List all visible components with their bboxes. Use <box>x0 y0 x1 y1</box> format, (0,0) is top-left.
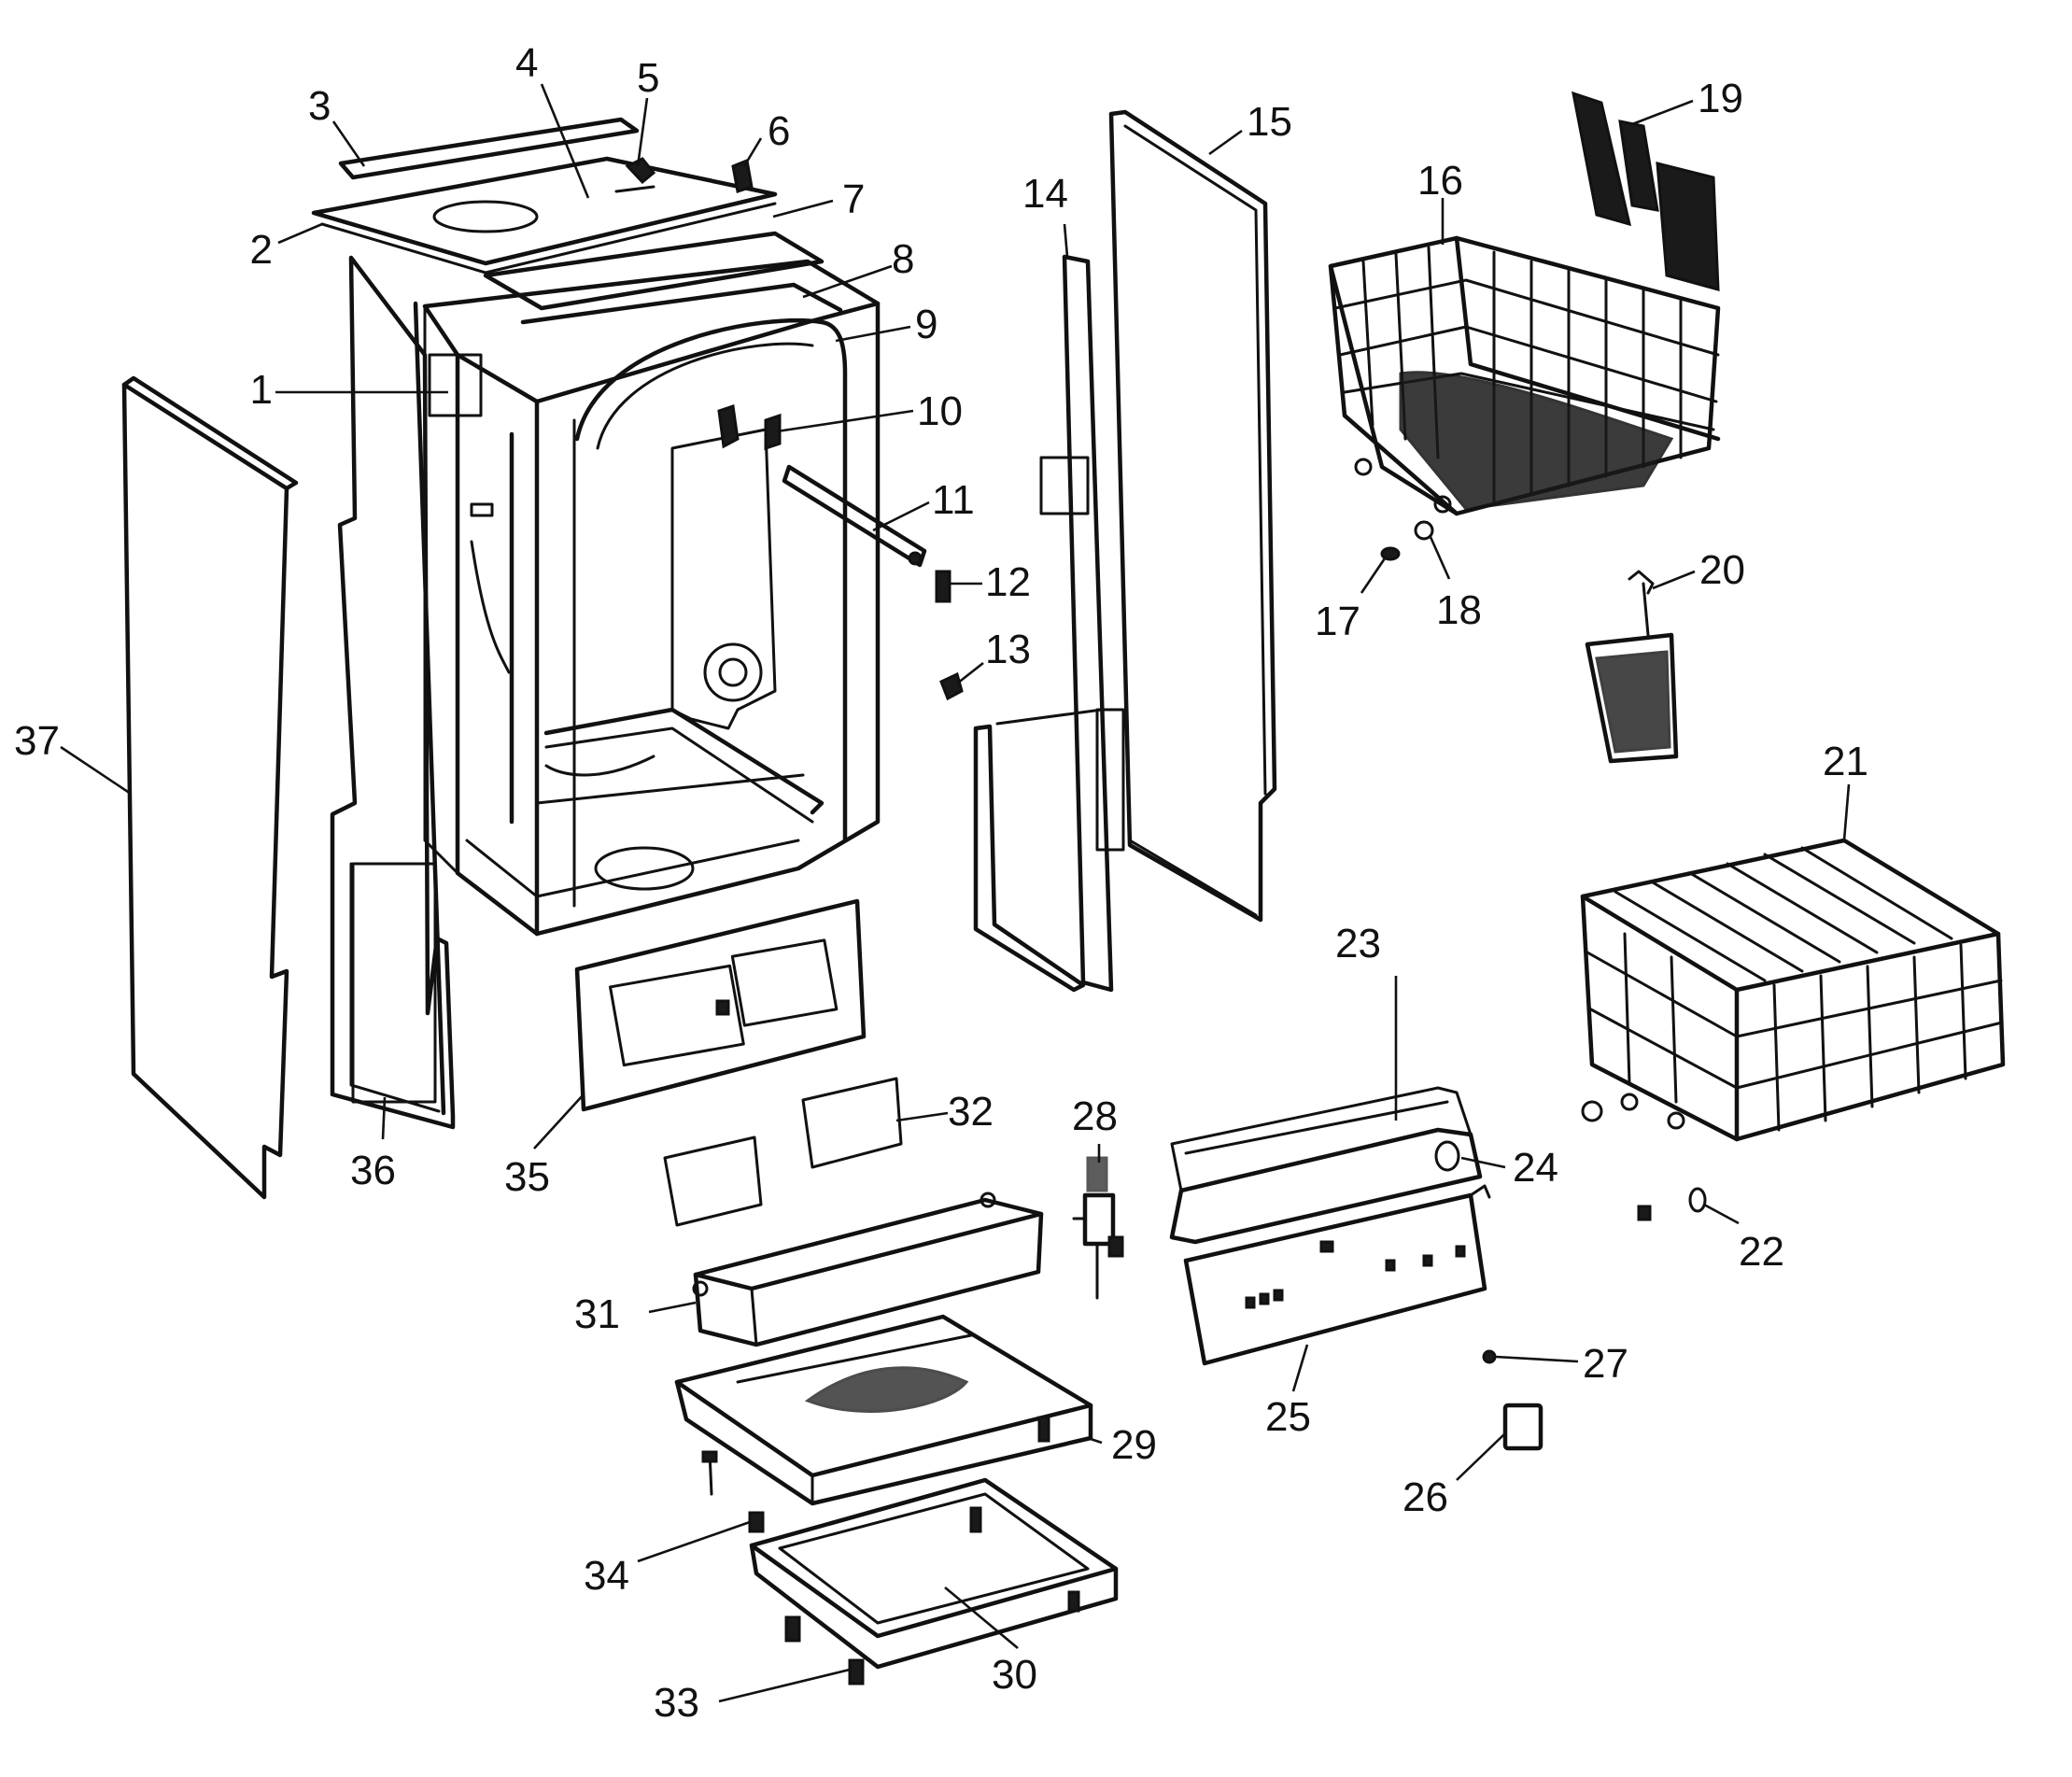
part-8-seal <box>483 231 825 311</box>
callout-4: 4 <box>515 40 538 86</box>
part-27-screw <box>1482 1349 1497 1364</box>
part-21-lower-rack <box>1580 838 2006 1142</box>
part-25-control-board <box>1183 1184 1491 1366</box>
callout-17: 17 <box>1315 599 1360 644</box>
callout-18: 18 <box>1436 587 1482 633</box>
callout-14: 14 <box>1022 171 1068 217</box>
leader-lines <box>60 83 1851 1703</box>
callout-28: 28 <box>1072 1093 1118 1139</box>
callout-25: 25 <box>1265 1394 1311 1440</box>
callout-29: 29 <box>1111 1422 1157 1468</box>
tub-assembly <box>422 259 881 937</box>
part-19-tine-insert <box>1572 91 1720 291</box>
callout-15: 15 <box>1247 99 1292 145</box>
part-26-module <box>1502 1403 1543 1451</box>
part-15-door-panel <box>1108 109 1277 923</box>
part-17-clip <box>1380 546 1401 561</box>
callout-16: 16 <box>1417 158 1463 204</box>
part-14-door-frame <box>973 254 1125 993</box>
callout-labels: 1 2 3 4 5 6 7 8 9 10 11 12 13 14 15 16 1… <box>14 40 1868 1726</box>
part-24-knob <box>1434 1140 1460 1172</box>
callout-21: 21 <box>1823 739 1868 784</box>
callout-7: 7 <box>842 176 865 222</box>
part-30-base-frame <box>749 1477 1119 1670</box>
callout-19: 19 <box>1698 76 1743 121</box>
part-37-side-panel <box>121 375 299 1200</box>
callout-23: 23 <box>1335 921 1381 966</box>
part-31-front-rail <box>692 1192 1044 1347</box>
part-36-frame-panel <box>330 255 456 1130</box>
part-20-cutlery-basket <box>1585 570 1679 764</box>
callout-30: 30 <box>992 1652 1037 1698</box>
callout-10: 10 <box>917 388 963 434</box>
callout-5: 5 <box>637 55 659 101</box>
callout-35: 35 <box>504 1154 550 1200</box>
callout-27: 27 <box>1583 1341 1628 1387</box>
part-33-foot <box>784 1615 865 1685</box>
callout-3: 3 <box>308 83 331 129</box>
callout-26: 26 <box>1402 1474 1448 1520</box>
part-3-top-rail <box>338 117 640 180</box>
callout-6: 6 <box>768 108 790 154</box>
part-29-base <box>674 1314 1093 1506</box>
part-22-wheel <box>1637 1187 1707 1221</box>
callout-36: 36 <box>350 1148 396 1193</box>
part-13-stop <box>939 671 964 701</box>
callout-22: 22 <box>1739 1229 1784 1275</box>
callout-13: 13 <box>985 627 1031 672</box>
part-2-top-plate <box>311 156 778 275</box>
callout-31: 31 <box>574 1291 620 1337</box>
callout-8: 8 <box>892 236 914 282</box>
callout-20: 20 <box>1699 547 1745 593</box>
part-35-kick-plate <box>574 898 867 1112</box>
part-32-insulation-pad <box>663 1077 903 1227</box>
callout-33: 33 <box>654 1680 699 1726</box>
callout-32: 32 <box>948 1089 994 1135</box>
part-28-valve <box>1072 1156 1124 1300</box>
callout-11: 11 <box>932 477 975 523</box>
part-12-fastener <box>935 570 951 603</box>
part-9-seal <box>520 282 843 325</box>
part-11-rail <box>782 464 927 568</box>
callout-1: 1 <box>250 367 273 413</box>
part-10-bracket <box>717 404 782 451</box>
part-6-clip <box>731 158 754 193</box>
callout-2: 2 <box>250 227 273 273</box>
callout-24: 24 <box>1513 1145 1558 1191</box>
part-16-upper-rack <box>1328 235 1721 516</box>
part-18-roller <box>1414 520 1434 541</box>
callout-37: 37 <box>14 718 60 764</box>
callout-34: 34 <box>584 1553 629 1599</box>
part-23-control-cover <box>1169 1086 1483 1245</box>
callout-9: 9 <box>915 302 937 347</box>
callout-12: 12 <box>985 559 1031 605</box>
